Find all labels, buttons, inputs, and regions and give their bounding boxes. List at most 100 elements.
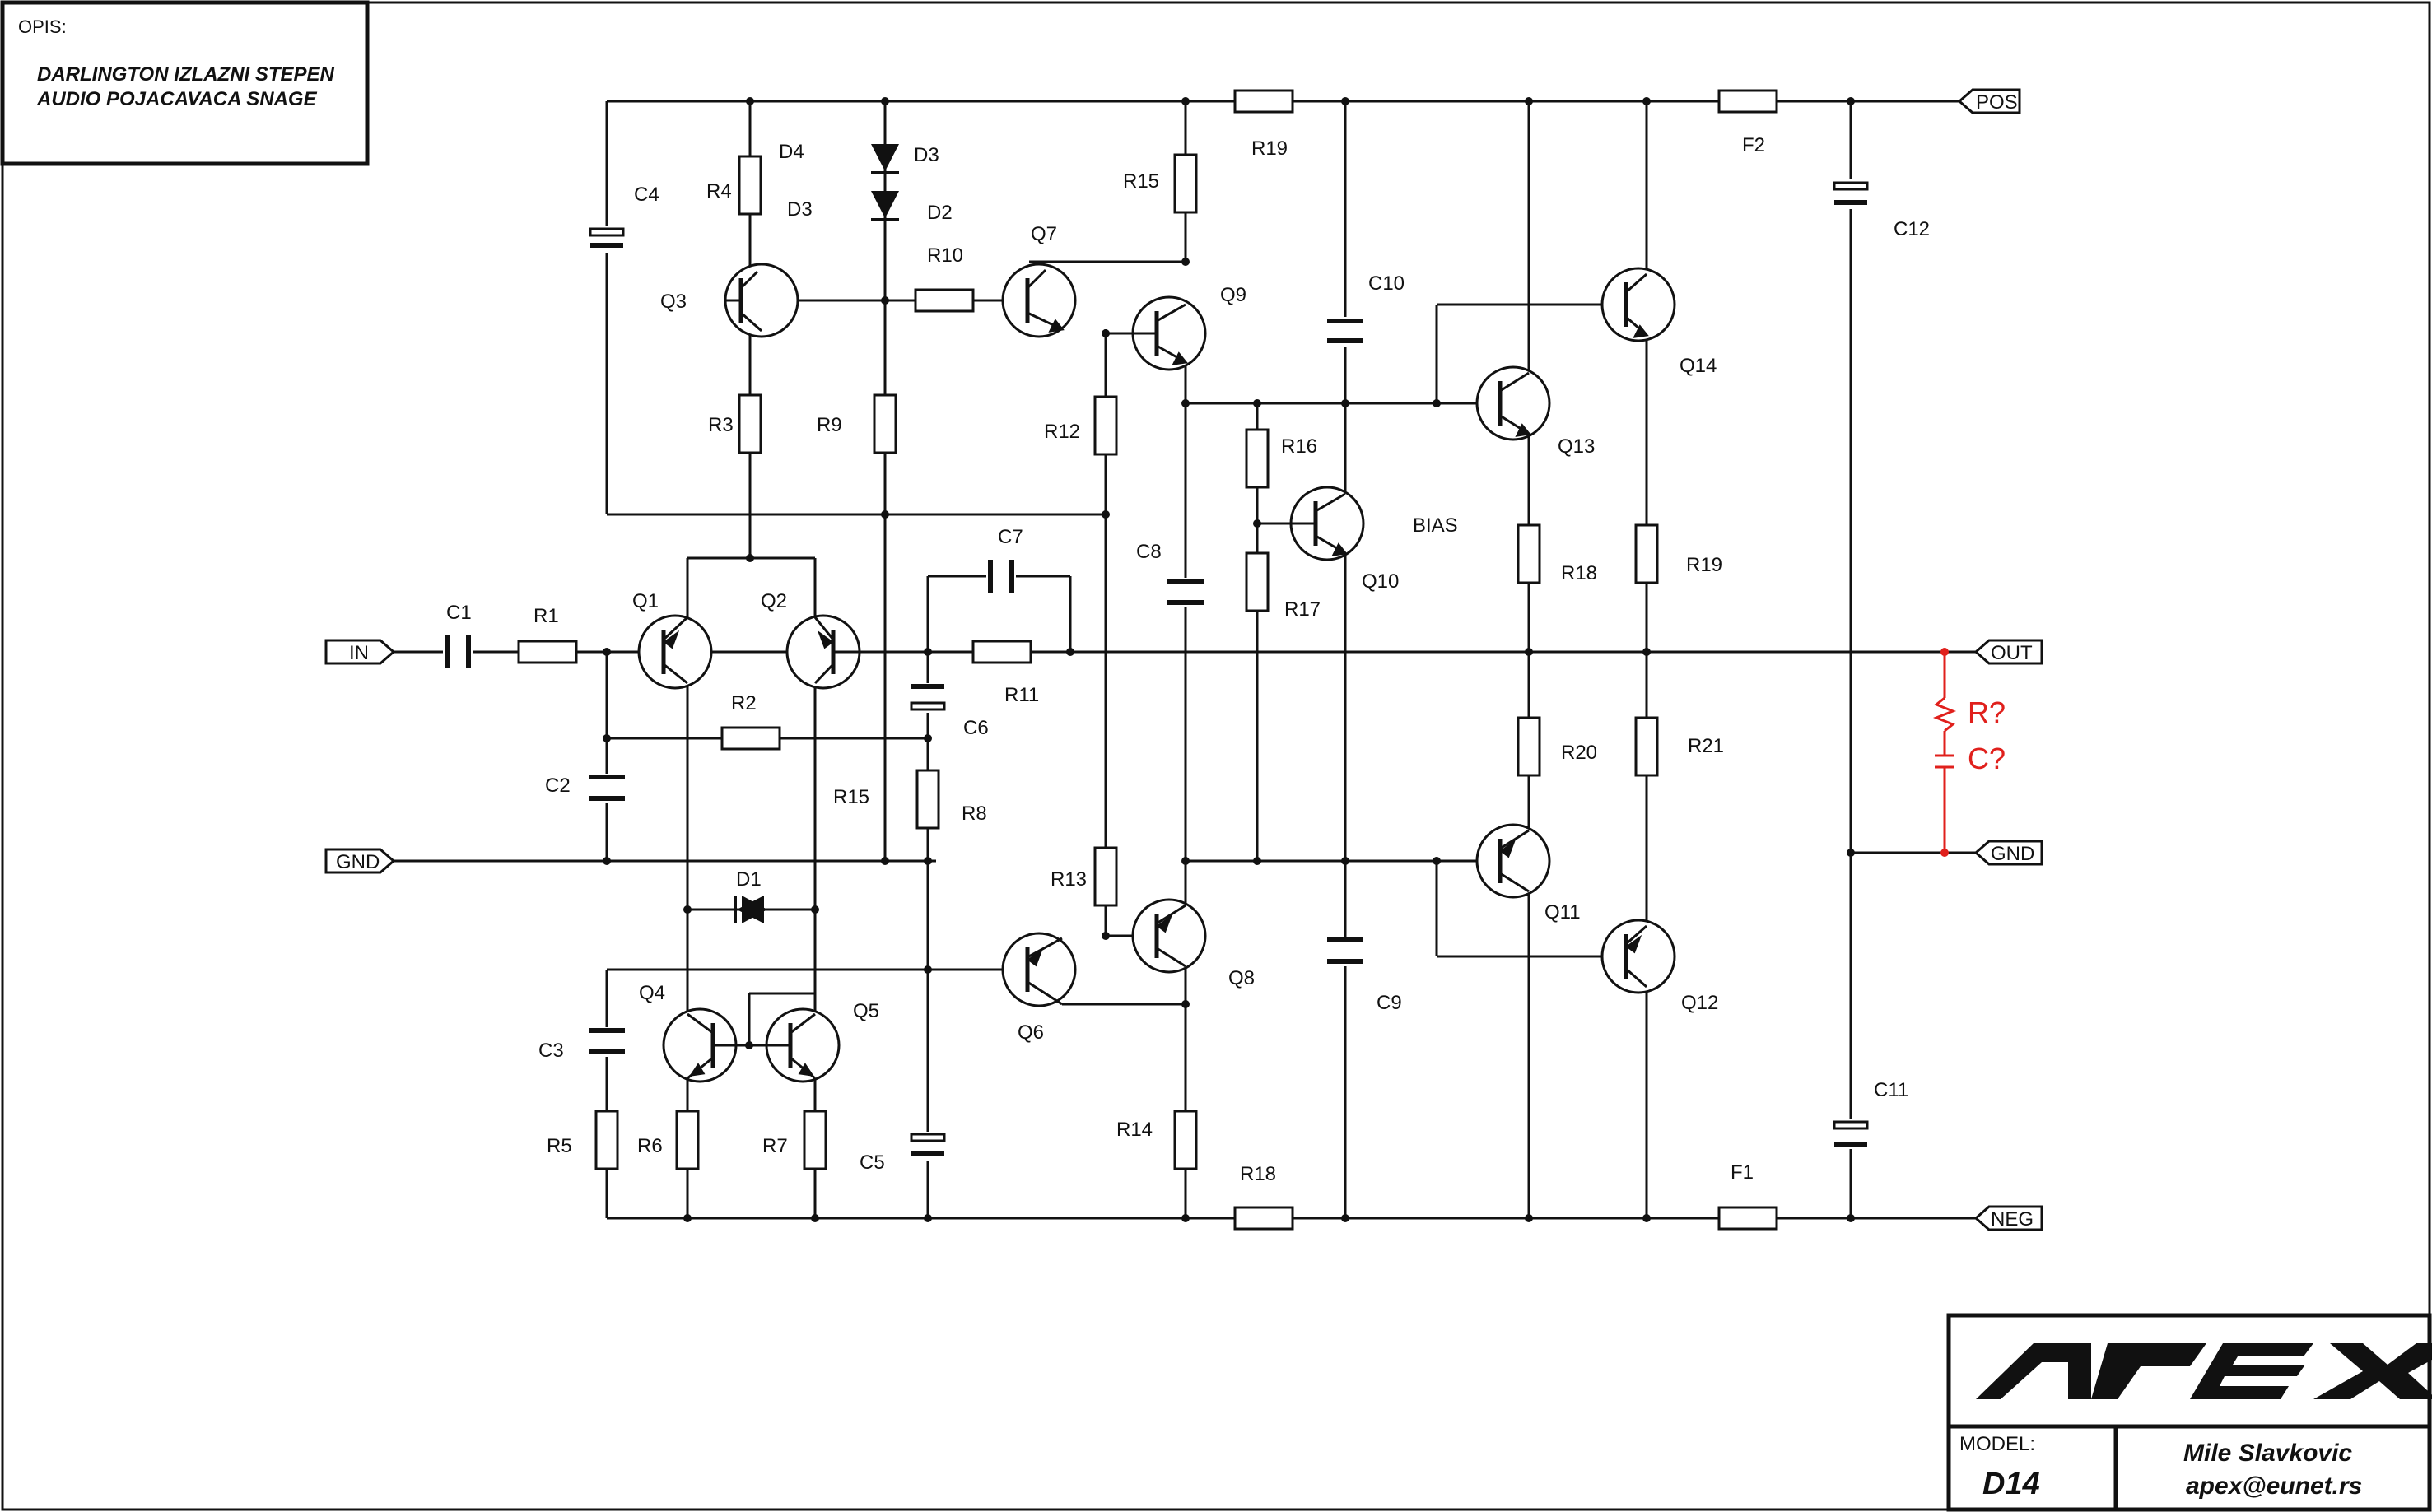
capacitor-c8 (1167, 578, 1204, 607)
svg-text:GND: GND (1991, 843, 2034, 865)
port-neg: NEG (1973, 1205, 2043, 1231)
model-value: D14 (1982, 1467, 2040, 1501)
label-r6: R6 (637, 1135, 663, 1157)
label-d1: D1 (736, 868, 762, 891)
transistor-q5 (748, 993, 841, 1083)
transistor-q9 (1106, 295, 1207, 371)
label-c6: C6 (963, 717, 989, 739)
svg-text:NEG: NEG (1991, 1208, 2034, 1231)
resistor-r19-right (1634, 523, 1659, 584)
label-q10: Q10 (1362, 570, 1399, 593)
label-c8: C8 (1136, 541, 1162, 563)
annotation-r: R? (1968, 696, 2006, 729)
label-f1: F1 (1731, 1161, 1754, 1184)
transistors (637, 263, 1676, 1083)
label-r2: R2 (731, 692, 757, 714)
capacitor-c4 (589, 226, 625, 253)
label-c9: C9 (1377, 992, 1402, 1014)
label-r11: R11 (1004, 684, 1039, 706)
port-out: OUT (1973, 639, 2043, 665)
svg-text:OUT: OUT (1991, 642, 2033, 664)
label-r3: R3 (708, 414, 734, 436)
resistor-r3 (738, 393, 762, 454)
diode-d3 (871, 144, 899, 174)
resistor-r11 (971, 640, 1032, 664)
resistor-r20 (1517, 716, 1541, 777)
resistor-r18-right (1517, 523, 1541, 584)
resistor-r17 (1245, 551, 1270, 612)
apex-logo: APEX (1976, 1343, 2432, 1417)
resistor-r7 (803, 1110, 827, 1170)
label-r9: R9 (817, 414, 842, 436)
svg-text:POS: POS (1976, 91, 2018, 114)
author-email: apex@eunet.rs (2186, 1472, 2362, 1500)
capacitor-c2 (589, 774, 625, 803)
resistor-r13 (1093, 846, 1118, 907)
ports: IN GND POS OUT GND NEG (324, 88, 2043, 1231)
fuse-f2 (1717, 89, 1778, 114)
label-q2: Q2 (761, 590, 787, 612)
resistor-r4 (738, 155, 762, 216)
label-r1: R1 (533, 605, 559, 627)
resistor-r16 (1245, 428, 1270, 489)
label-r13: R13 (1051, 868, 1087, 891)
label-r12: R12 (1044, 421, 1080, 443)
capacitor-c5 (910, 1132, 946, 1161)
diode-d1 (734, 896, 767, 923)
diode-d2 (871, 191, 899, 221)
capacitors (443, 179, 1869, 1161)
label-r8: R8 (962, 803, 987, 825)
label-r4: R4 (706, 180, 732, 202)
resistor-r1 (517, 640, 578, 664)
capacitor-c6 (910, 683, 946, 713)
label-r7: R7 (762, 1135, 788, 1157)
label-c5: C5 (860, 1151, 885, 1174)
label-r15-mid: R15 (833, 786, 869, 808)
transistor-q4 (662, 1007, 749, 1083)
label-r16: R16 (1281, 435, 1317, 458)
label-r14: R14 (1116, 1119, 1153, 1141)
junctions (603, 97, 1855, 1222)
svg-text:GND: GND (336, 851, 380, 873)
title-block: OPIS: DARLINGTON IZLAZNI STEPEN AUDIO PO… (0, 0, 370, 166)
info-block: APEX MODEL: D14 Mile Slavkovic apex@eune… (1946, 1313, 2432, 1512)
author-name: Mile Slavkovic (2183, 1440, 2352, 1467)
capacitor-c11 (1833, 1119, 1869, 1149)
transistor-q11 (1475, 823, 1551, 899)
wires (394, 100, 1959, 1220)
resistor-r6 (675, 1110, 700, 1170)
component-labels: C1 R1 Q1 Q2 C7 R11 C6 R2 C2 R15 R8 D1 Q4… (446, 134, 1930, 1185)
resistor-r18-bottom (1233, 1206, 1294, 1231)
label-c10: C10 (1368, 272, 1405, 295)
capacitor-c3 (589, 1027, 625, 1057)
label-r20: R20 (1561, 742, 1597, 764)
label-r15-top: R15 (1123, 170, 1159, 193)
port-in: IN (324, 639, 396, 665)
label-q12: Q12 (1681, 992, 1718, 1014)
resistor-r14 (1173, 1110, 1198, 1170)
port-gnd-right: GND (1973, 840, 2043, 866)
label-q6: Q6 (1018, 1021, 1044, 1044)
capacitor-c10 (1327, 317, 1363, 347)
label-d3-left: D3 (787, 198, 813, 221)
label-c4: C4 (634, 184, 659, 206)
resistor-r21 (1634, 716, 1659, 777)
label-q9: Q9 (1220, 284, 1246, 306)
label-q11: Q11 (1544, 901, 1581, 923)
label-c11: C11 (1874, 1079, 1908, 1101)
label-r17: R17 (1284, 598, 1321, 621)
resistor-r2 (720, 726, 781, 751)
label-c2: C2 (545, 775, 571, 797)
resistor-r8 (915, 769, 940, 830)
label-q14: Q14 (1680, 355, 1717, 377)
label-r18-bottom: R18 (1240, 1163, 1276, 1185)
label-bias: BIAS (1413, 514, 1458, 537)
transistor-q12 (1600, 919, 1676, 994)
resistor-r19-top (1233, 89, 1294, 114)
transistor-q2 (785, 614, 928, 690)
label-f2: F2 (1742, 134, 1765, 156)
label-r19-top: R19 (1251, 137, 1288, 160)
fuse-f1 (1717, 1206, 1778, 1231)
title-line-2: AUDIO POJACAVACA SNAGE (36, 88, 318, 110)
